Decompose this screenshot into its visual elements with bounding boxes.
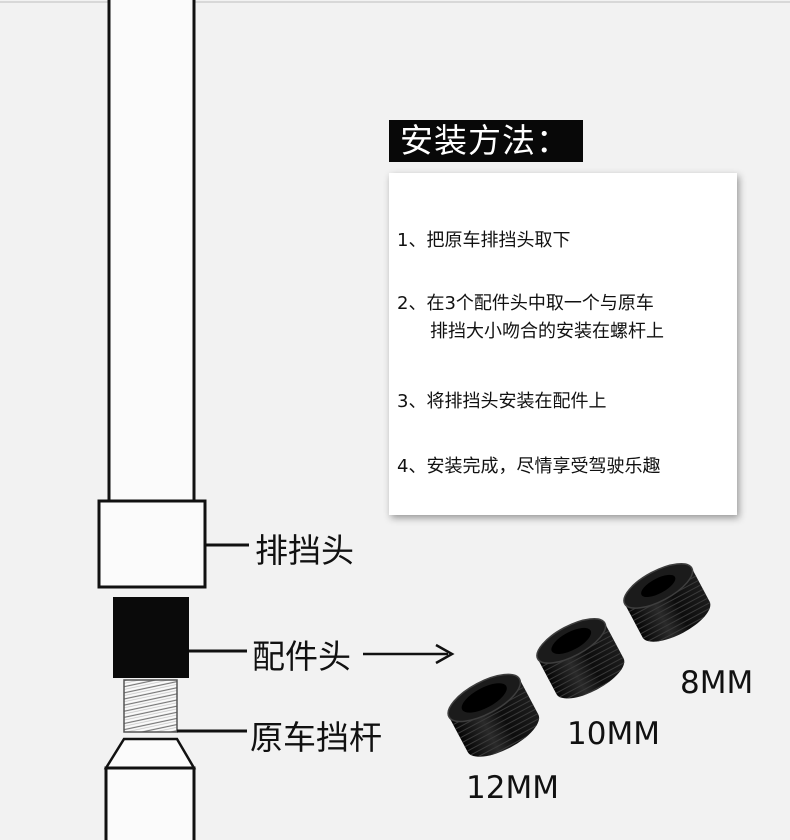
step-4: 4、安装完成，尽情享受驾驶乐趣 — [397, 452, 660, 478]
shifter-rod-upper — [107, 0, 196, 504]
instructions-card — [389, 173, 737, 515]
lever-taper — [103, 737, 197, 770]
step-1-text: 1、把原车排挡头取下 — [397, 230, 571, 251]
step-2-line-2: 排挡大小吻合的安装在螺杆上 — [430, 321, 664, 342]
arrow-head-icon — [435, 643, 455, 665]
step-3: 3、将排挡头安装在配件上 — [397, 387, 606, 413]
size-label-10mm: 10MM — [567, 716, 660, 752]
step-3-text: 3、将排挡头安装在配件上 — [397, 391, 607, 412]
adapter-head-label: 配件头 — [252, 637, 351, 676]
size-label-8mm: 8MM — [680, 665, 754, 701]
adapter-head-shape — [113, 597, 189, 678]
adapter-8mm — [623, 562, 711, 642]
step-1: 1、把原车排挡头取下 — [397, 226, 570, 252]
step-4-text: 4、安装完成，尽情享受驾驶乐趣 — [397, 456, 661, 477]
shift-head-shape — [97, 499, 207, 589]
adapter-10mm — [536, 617, 625, 699]
original-lever-label: 原车挡杆 — [250, 718, 382, 757]
threaded-screw — [123, 679, 178, 733]
shift-head-label: 排挡头 — [255, 531, 354, 570]
instructions-heading: 安装方法： — [389, 120, 583, 162]
step-2-line-1: 2、在3个配件头中取一个与原车 — [397, 293, 654, 314]
size-label-12mm: 12MM — [466, 770, 559, 806]
adapter-12mm — [447, 673, 540, 757]
step-2: 2、在3个配件头中取一个与原车 排挡大小吻合的安装在螺杆上 — [397, 290, 664, 346]
shifter-rod-lower — [104, 766, 196, 840]
